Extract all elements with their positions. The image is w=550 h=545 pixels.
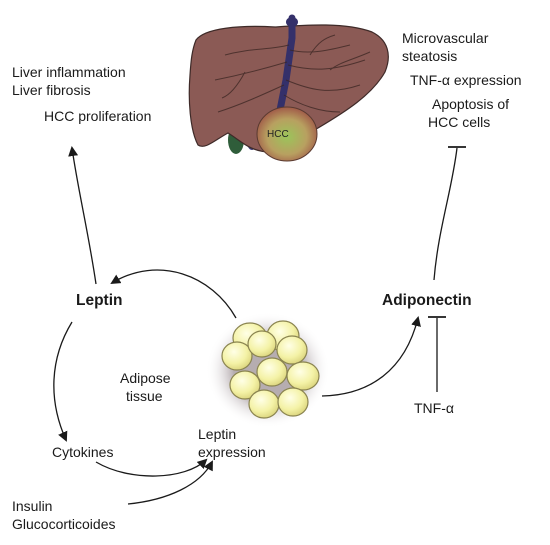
adiponectin-effect-apoptosis: Apoptosis of [432, 96, 510, 112]
tnf-alpha-label: TNF-α [414, 400, 454, 416]
adipocyte-cluster-icon [206, 312, 330, 428]
leptin-expression-label-line1: Leptin [198, 426, 237, 442]
arrow-leptin-to-liver-effects [68, 146, 97, 285]
arrow-adipose-to-leptin [110, 269, 237, 319]
liver-illustration [188, 14, 389, 162]
liver-effect-hcc-proliferation: HCC proliferation [44, 108, 152, 124]
insulin-label: Insulin [12, 498, 53, 514]
hcc-tumor-label: HCC [267, 129, 289, 140]
hcc-tumor-shape [256, 106, 318, 162]
adiponectin-effect-tnf-expression: TNF-α expression [410, 72, 522, 88]
adipose-tissue-label-line1: Adipose [120, 370, 171, 386]
cytokines-label: Cytokines [52, 444, 114, 460]
arrow-leptin-to-cytokines [53, 321, 73, 442]
adiponectin-effect-hcc-cells: HCC cells [428, 114, 491, 130]
inhibit-adiponectin-to-effects [433, 147, 458, 281]
arrow-insulin-to-leptin-expression [127, 460, 213, 505]
glucocorticoides-label: Glucocorticoides [12, 516, 116, 532]
liver-effect-inflammation: Liver inflammation [12, 64, 126, 80]
adipose-tissue-label-line2: tissue [126, 388, 163, 404]
arrow-cytokines-to-leptin-expression [95, 458, 208, 477]
adiponectin-label: Adiponectin [382, 292, 472, 309]
adiponectin-effect-steatosis: steatosis [402, 48, 458, 64]
leptin-expression-label-line2: expression [198, 444, 266, 460]
adiponectin-effect-microvascular: Microvascular [402, 30, 489, 46]
liver-effect-fibrosis: Liver fibrosis [12, 82, 91, 98]
leptin-label: Leptin [76, 292, 123, 309]
arrow-adipose-to-adiponectin [321, 316, 421, 397]
